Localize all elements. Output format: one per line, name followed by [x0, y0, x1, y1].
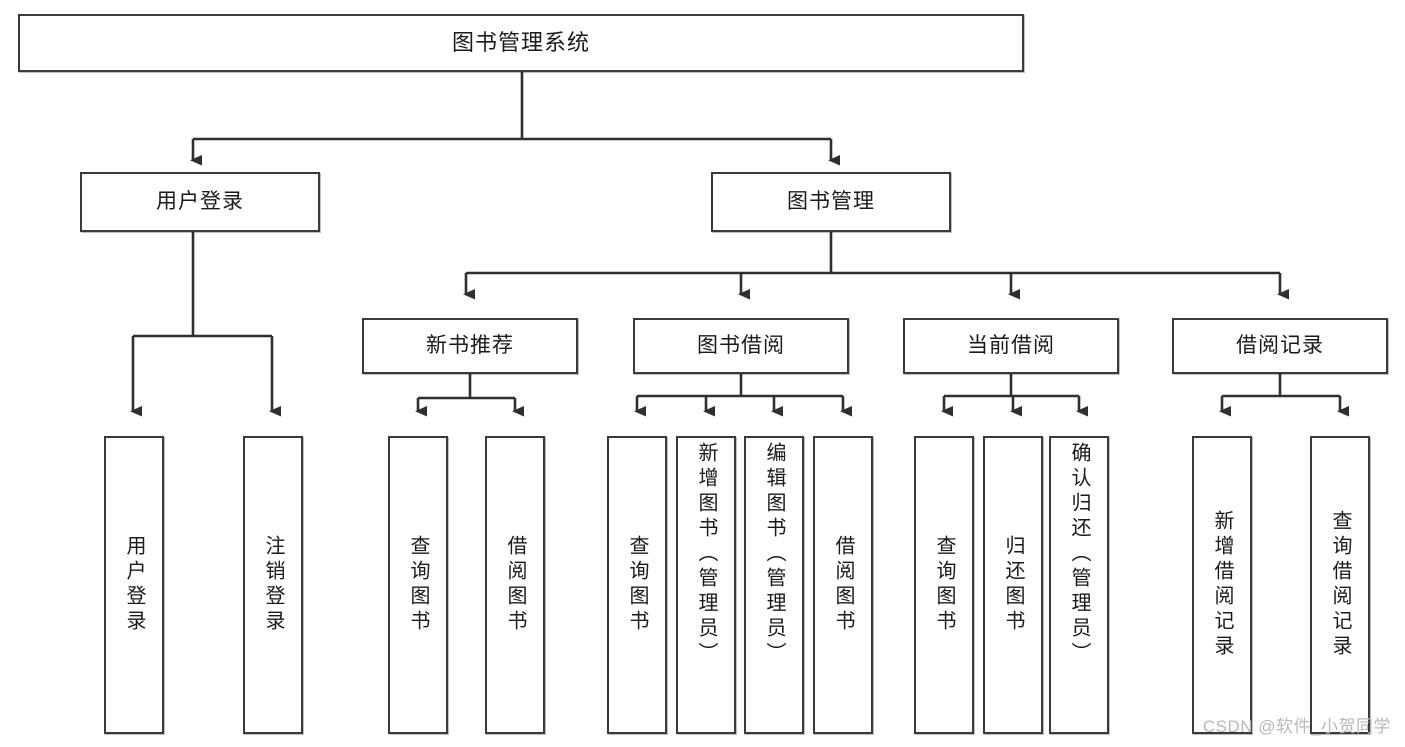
node-user-login[interactable]: 用户登录	[80, 172, 320, 232]
leaf-borrow-record-add-record[interactable]: 新增借阅记录	[1192, 436, 1252, 734]
leaf-current-borrow-confirm-return-admin[interactable]: 确认归还（管理员）	[1049, 436, 1109, 734]
node-label: 查询图书	[933, 535, 955, 635]
leaf-current-borrow-return-book[interactable]: 归还图书	[983, 436, 1043, 734]
node-label: 编辑图书（管理员）	[763, 442, 785, 667]
leaf-new-book-borrow-book[interactable]: 借阅图书	[485, 436, 545, 734]
node-label: 当前借阅	[967, 334, 1055, 358]
node-new-book-recommend[interactable]: 新书推荐	[362, 318, 578, 374]
leaf-user-login-logout[interactable]: 注销登录	[243, 436, 303, 734]
node-book-management[interactable]: 图书管理	[711, 172, 951, 232]
node-label: 用户登录	[156, 190, 244, 214]
node-label: 用户登录	[123, 535, 145, 635]
node-label: 查询借阅记录	[1329, 510, 1351, 660]
leaf-book-borrow-edit-book-admin[interactable]: 编辑图书（管理员）	[744, 436, 804, 734]
node-label: 新增图书（管理员）	[695, 442, 717, 667]
node-label: 新书推荐	[426, 334, 514, 358]
leaf-current-borrow-query-book[interactable]: 查询图书	[914, 436, 974, 734]
node-label: 确认归还（管理员）	[1068, 442, 1090, 667]
node-label: 图书管理	[787, 190, 875, 214]
node-current-borrow[interactable]: 当前借阅	[903, 318, 1119, 374]
leaf-new-book-query-book[interactable]: 查询图书	[388, 436, 448, 734]
leaf-book-borrow-add-book-admin[interactable]: 新增图书（管理员）	[676, 436, 736, 734]
node-label: 归还图书	[1002, 535, 1024, 635]
node-label: 新增借阅记录	[1211, 510, 1233, 660]
leaf-book-borrow-borrow-book[interactable]: 借阅图书	[813, 436, 873, 734]
watermark: CSDN @软件_小贺同学	[1202, 717, 1391, 736]
node-label: 图书借阅	[697, 334, 785, 358]
leaf-borrow-record-query-record[interactable]: 查询借阅记录	[1310, 436, 1370, 734]
node-borrow-record[interactable]: 借阅记录	[1172, 318, 1388, 374]
leaf-user-login-login[interactable]: 用户登录	[104, 436, 164, 734]
node-label: 查询图书	[407, 535, 429, 635]
node-label: 借阅图书	[832, 535, 854, 635]
node-book-borrow[interactable]: 图书借阅	[633, 318, 849, 374]
node-root-book-management-system[interactable]: 图书管理系统	[18, 14, 1024, 72]
node-label: 借阅记录	[1236, 334, 1324, 358]
node-label: 图书管理系统	[451, 29, 590, 55]
node-label: 借阅图书	[504, 535, 526, 635]
leaf-book-borrow-query-book[interactable]: 查询图书	[607, 436, 667, 734]
node-label: 查询图书	[626, 535, 648, 635]
node-label: 注销登录	[262, 535, 284, 635]
